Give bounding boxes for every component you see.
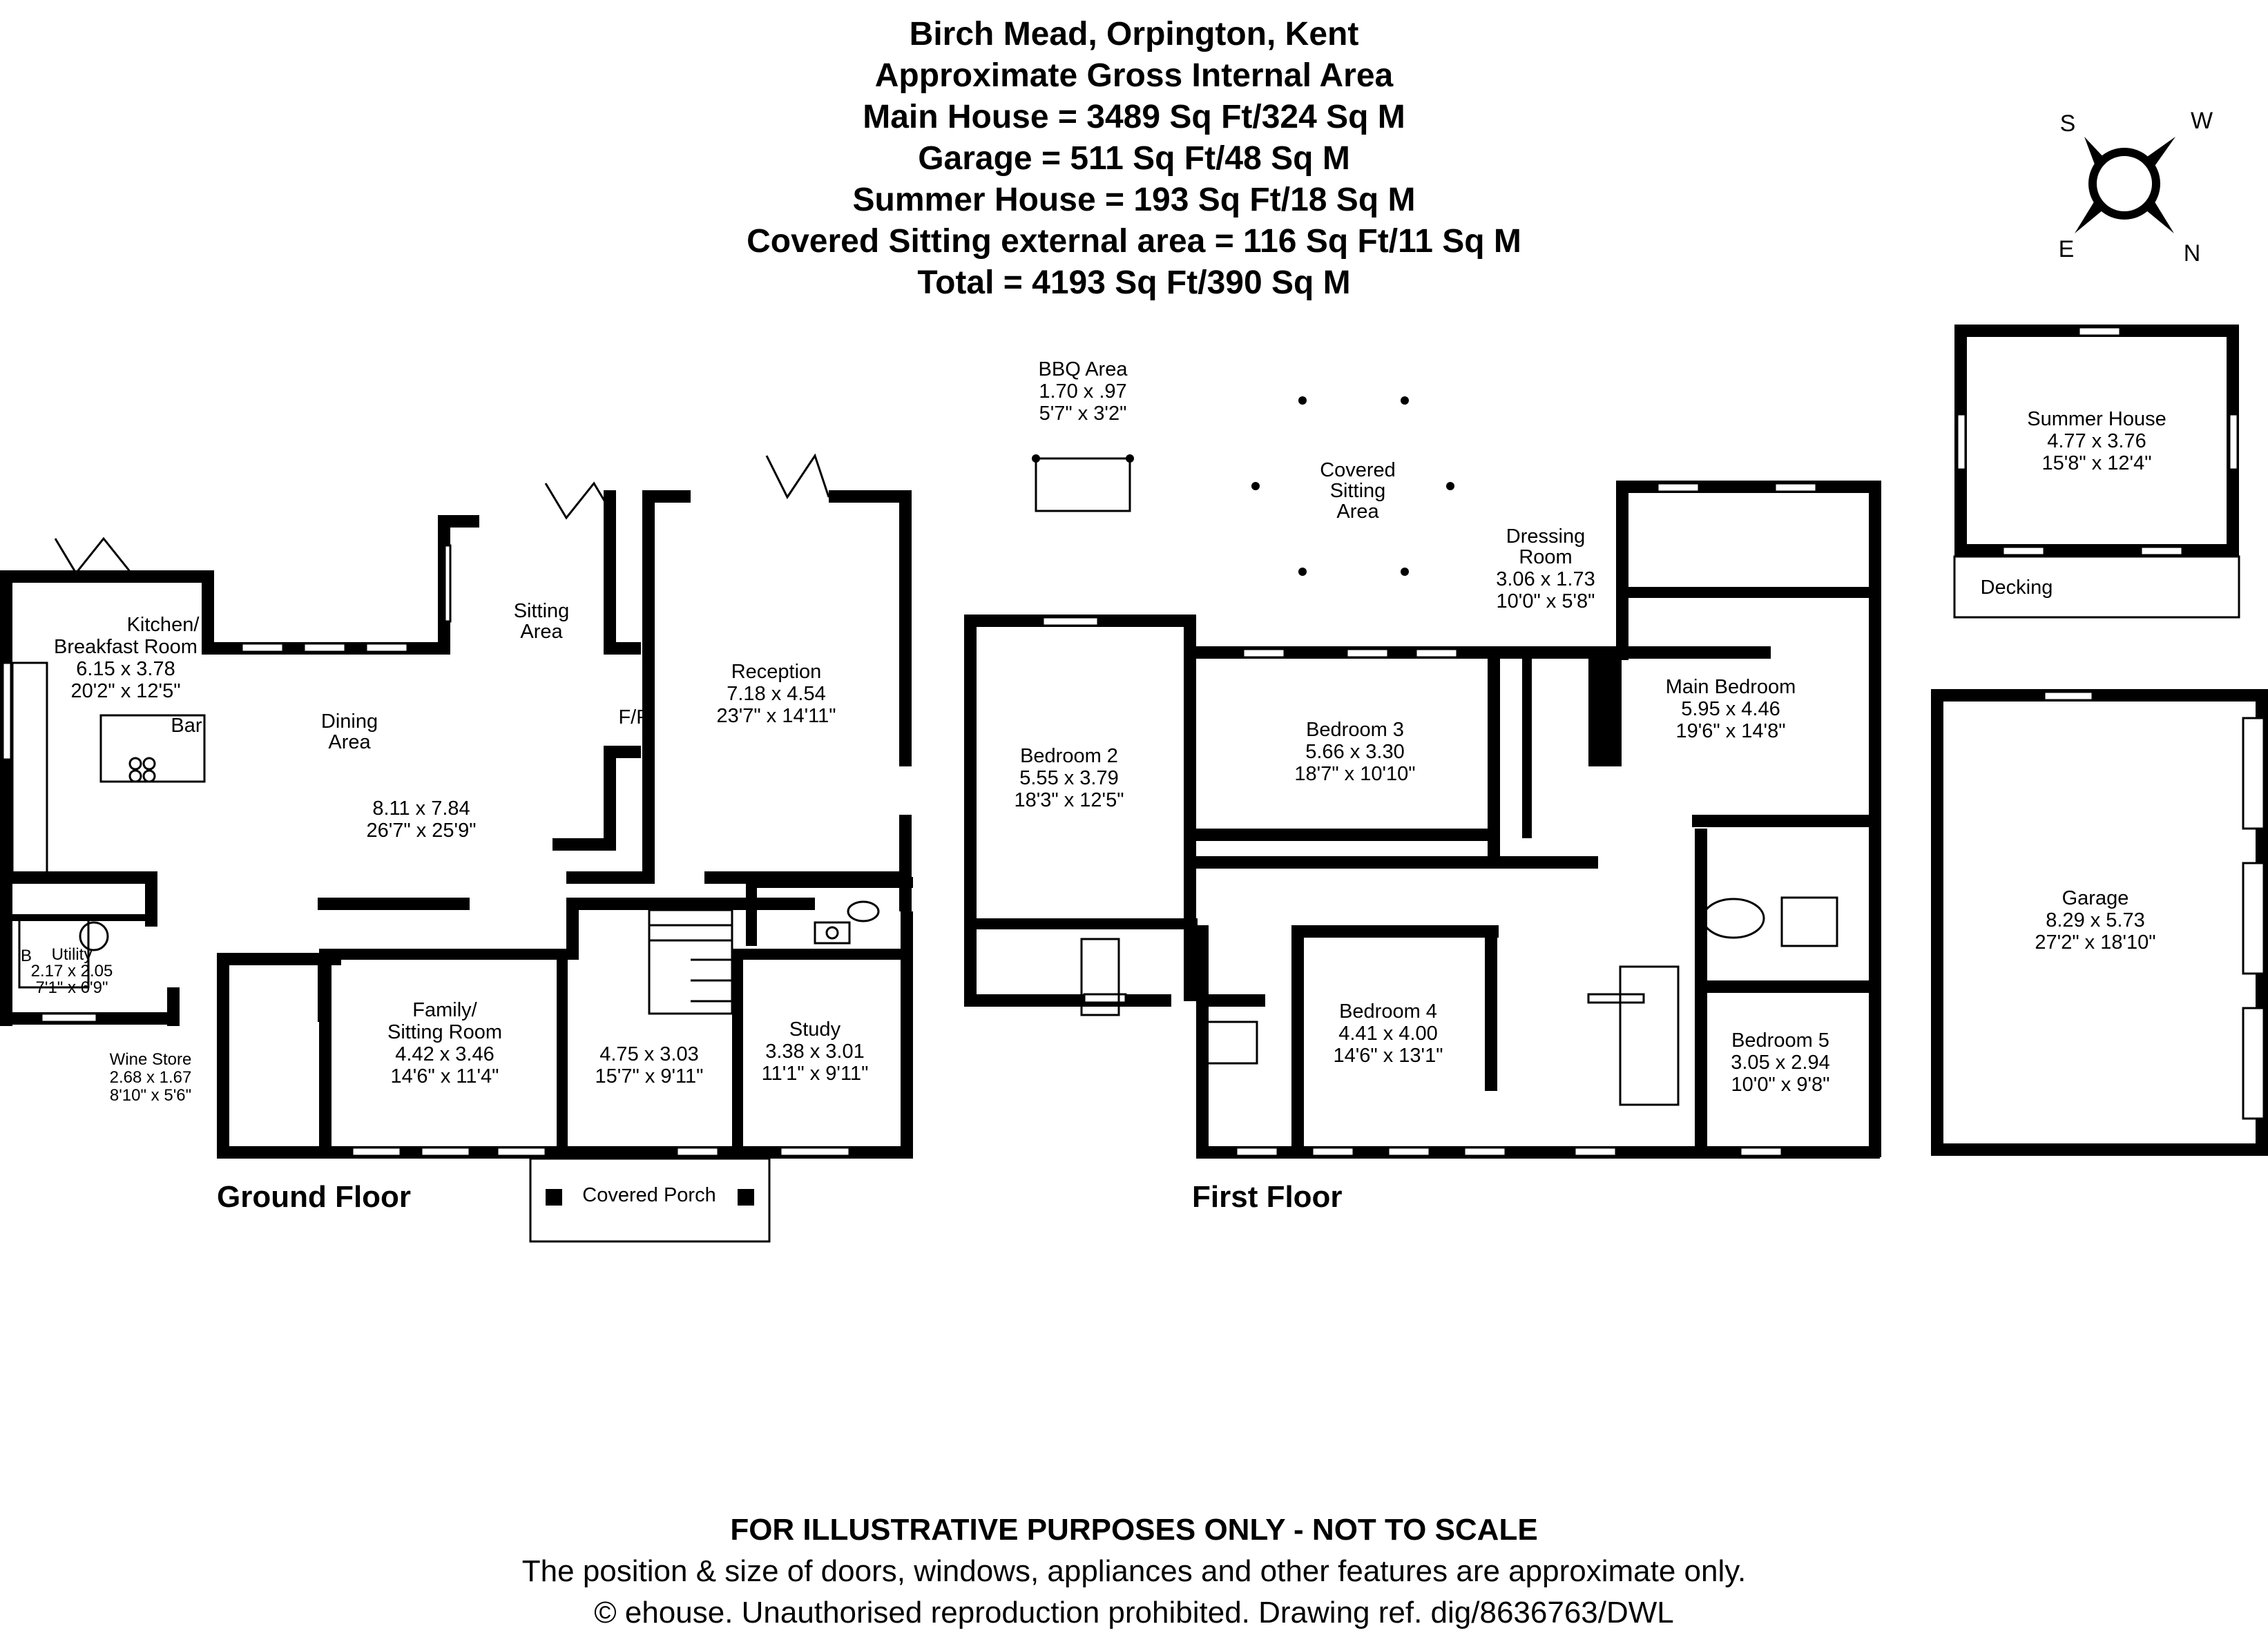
garage-name: Garage bbox=[2062, 887, 2129, 909]
utility-imperial: 7'1" x 6'9" bbox=[36, 978, 108, 997]
covered-sitting-area: Covered Sitting external area = 116 Sq F… bbox=[747, 223, 1521, 260]
kitchen-name-2: Breakfast Room bbox=[54, 636, 198, 658]
dining-name-2: Area bbox=[328, 731, 371, 753]
total-area: Total = 4193 Sq Ft/390 Sq M bbox=[917, 264, 1351, 301]
utility-name: Utility bbox=[52, 945, 93, 964]
dressing-imperial: 10'0" x 5'8" bbox=[1497, 590, 1595, 612]
family-name-2: Sitting Room bbox=[387, 1021, 502, 1043]
hall-metric: 4.75 x 3.03 bbox=[599, 1043, 699, 1065]
bbq-metric: 1.70 x .97 bbox=[1039, 380, 1126, 403]
reception-metric: 7.18 x 4.54 bbox=[727, 683, 826, 705]
bedroom4-name: Bedroom 4 bbox=[1339, 1000, 1437, 1023]
family-name-1: Family/ bbox=[412, 999, 477, 1021]
ground-floor-walls bbox=[0, 490, 913, 1243]
covered-sitting: Covered Sitting Area bbox=[1251, 396, 1454, 576]
study-name: Study bbox=[789, 1018, 841, 1041]
hall-imperial: 15'7" x 9'11" bbox=[595, 1065, 704, 1087]
decking-label: Decking bbox=[1981, 577, 2053, 599]
family-imperial: 14'6" x 11'4" bbox=[391, 1065, 499, 1087]
bar-label: Bar bbox=[171, 715, 202, 737]
bedroom3-imperial: 18'7" x 10'10" bbox=[1294, 763, 1415, 785]
bedroom4-metric: 4.41 x 4.00 bbox=[1338, 1023, 1438, 1045]
bifold-door-kitchen-icon bbox=[54, 536, 133, 575]
compass-icon: S W E N bbox=[2059, 108, 2213, 267]
sitting-area-name-1: Sitting bbox=[514, 600, 570, 622]
disclaimer-heading: FOR ILLUSTRATIVE PURPOSES ONLY - NOT TO … bbox=[730, 1513, 1538, 1547]
bbq-name: BBQ Area bbox=[1039, 358, 1128, 380]
kitchen-metric: 6.15 x 3.78 bbox=[76, 658, 175, 680]
bbq-imperial: 5'7" x 3'2" bbox=[1039, 403, 1127, 425]
summer-house-area: Summer House = 193 Sq Ft/18 Sq M bbox=[852, 182, 1416, 218]
bedroom2-metric: 5.55 x 3.79 bbox=[1019, 767, 1119, 789]
bifold-door-reception-icon bbox=[765, 453, 830, 499]
garage-area: Garage = 511 Sq Ft/48 Sq M bbox=[918, 140, 1350, 177]
garage-metric: 8.29 x 5.73 bbox=[2046, 909, 2145, 931]
copyright-text: © ehouse. Unauthorised reproduction proh… bbox=[594, 1596, 1674, 1630]
sitting-area-name-2: Area bbox=[520, 621, 563, 643]
garage: Garage 8.29 x 5.73 27'2" x 18'10" bbox=[1931, 689, 2268, 1156]
bifold-door-sitting-icon bbox=[544, 481, 616, 520]
wine-store-imperial: 8'10" x 5'6" bbox=[110, 1086, 191, 1105]
family-metric: 4.42 x 3.46 bbox=[395, 1043, 494, 1065]
summer-house-name: Summer House bbox=[2027, 408, 2166, 430]
first-floor-windows bbox=[1041, 482, 1818, 1157]
main-bedroom-metric: 5.95 x 4.46 bbox=[1681, 698, 1780, 720]
bedroom5-imperial: 10'0" x 9'8" bbox=[1731, 1074, 1830, 1096]
garage-imperial: 27'2" x 18'10" bbox=[2035, 931, 2155, 954]
covered-name-2: Sitting bbox=[1330, 480, 1386, 502]
bedroom5-metric: 3.05 x 2.94 bbox=[1731, 1052, 1830, 1074]
bedroom2-name: Bedroom 2 bbox=[1020, 745, 1118, 767]
wine-store-metric: 2.68 x 1.67 bbox=[110, 1068, 192, 1087]
study-metric: 3.38 x 3.01 bbox=[765, 1041, 865, 1063]
summer-house-metric: 4.77 x 3.76 bbox=[2047, 430, 2146, 452]
utility-metric: 2.17 x 2.05 bbox=[31, 962, 113, 980]
reception-imperial: 23'7" x 14'11" bbox=[716, 705, 836, 727]
main-bedroom-name: Main Bedroom bbox=[1666, 676, 1796, 698]
dressing-name-1: Dressing bbox=[1506, 525, 1585, 548]
main-house-area: Main House = 3489 Sq Ft/324 Sq M bbox=[863, 99, 1405, 135]
study-imperial: 11'1" x 9'11" bbox=[762, 1063, 869, 1085]
wine-store-name: Wine Store bbox=[110, 1050, 192, 1069]
bedroom3-metric: 5.66 x 3.30 bbox=[1305, 741, 1405, 763]
bedroom2-imperial: 18'3" x 12'5" bbox=[1014, 789, 1124, 811]
property-title: Birch Mead, Orpington, Kent bbox=[909, 16, 1359, 52]
first-floor-walls bbox=[964, 481, 1881, 1159]
covered-name-3: Area bbox=[1336, 501, 1379, 523]
compass-w: W bbox=[2191, 108, 2213, 134]
bbq-area: BBQ Area 1.70 x .97 5'7" x 3'2" bbox=[1032, 358, 1134, 512]
disclaimer-text: The position & size of doors, windows, a… bbox=[521, 1554, 1747, 1588]
dining-name-1: Dining bbox=[321, 710, 378, 733]
stairs-icon bbox=[648, 909, 733, 1015]
ground-floor-title: Ground Floor bbox=[217, 1180, 411, 1214]
reception-name: Reception bbox=[731, 661, 822, 683]
first-floor-title: First Floor bbox=[1192, 1180, 1343, 1214]
area-heading: Approximate Gross Internal Area bbox=[874, 57, 1394, 94]
kitchen-imperial: 20'2" x 12'5" bbox=[70, 680, 180, 702]
summer-house: Summer House 4.77 x 3.76 15'8" x 12'4" D… bbox=[1953, 325, 2240, 619]
dining-metric: 8.11 x 7.84 bbox=[372, 797, 470, 820]
porch-label: Covered Porch bbox=[582, 1184, 715, 1206]
compass-e: E bbox=[2059, 236, 2075, 262]
ground-floor-labels: Kitchen/ Breakfast Room 6.15 x 3.78 20'2… bbox=[21, 600, 868, 1214]
summer-house-imperial: 15'8" x 12'4" bbox=[2041, 452, 2151, 474]
main-bedroom-imperial: 19'6" x 14'8" bbox=[1675, 720, 1785, 742]
dressing-metric: 3.06 x 1.73 bbox=[1496, 568, 1595, 590]
bedroom5-name: Bedroom 5 bbox=[1731, 1029, 1829, 1052]
dressing-name-2: Room bbox=[1519, 546, 1572, 568]
dining-imperial: 26'7" x 25'9" bbox=[366, 820, 476, 842]
fireplace-label: F/P bbox=[618, 706, 649, 728]
bedroom4-imperial: 14'6" x 13'1" bbox=[1333, 1045, 1443, 1067]
first-floor-labels: Dressing Room 3.06 x 1.73 10'0" x 5'8" B… bbox=[1014, 525, 1829, 1214]
bath-icon bbox=[1080, 896, 1838, 1106]
wc-icon bbox=[814, 900, 880, 945]
compass-s: S bbox=[2060, 110, 2076, 137]
kitchen-island-icon bbox=[11, 661, 206, 989]
ground-floor-windows bbox=[1, 453, 851, 1157]
compass-n: N bbox=[2184, 240, 2201, 267]
covered-name-1: Covered bbox=[1320, 459, 1396, 481]
bedroom3-name: Bedroom 3 bbox=[1306, 719, 1404, 741]
utility-b-label: B bbox=[21, 947, 32, 965]
kitchen-name-1: Kitchen/ bbox=[127, 614, 200, 636]
